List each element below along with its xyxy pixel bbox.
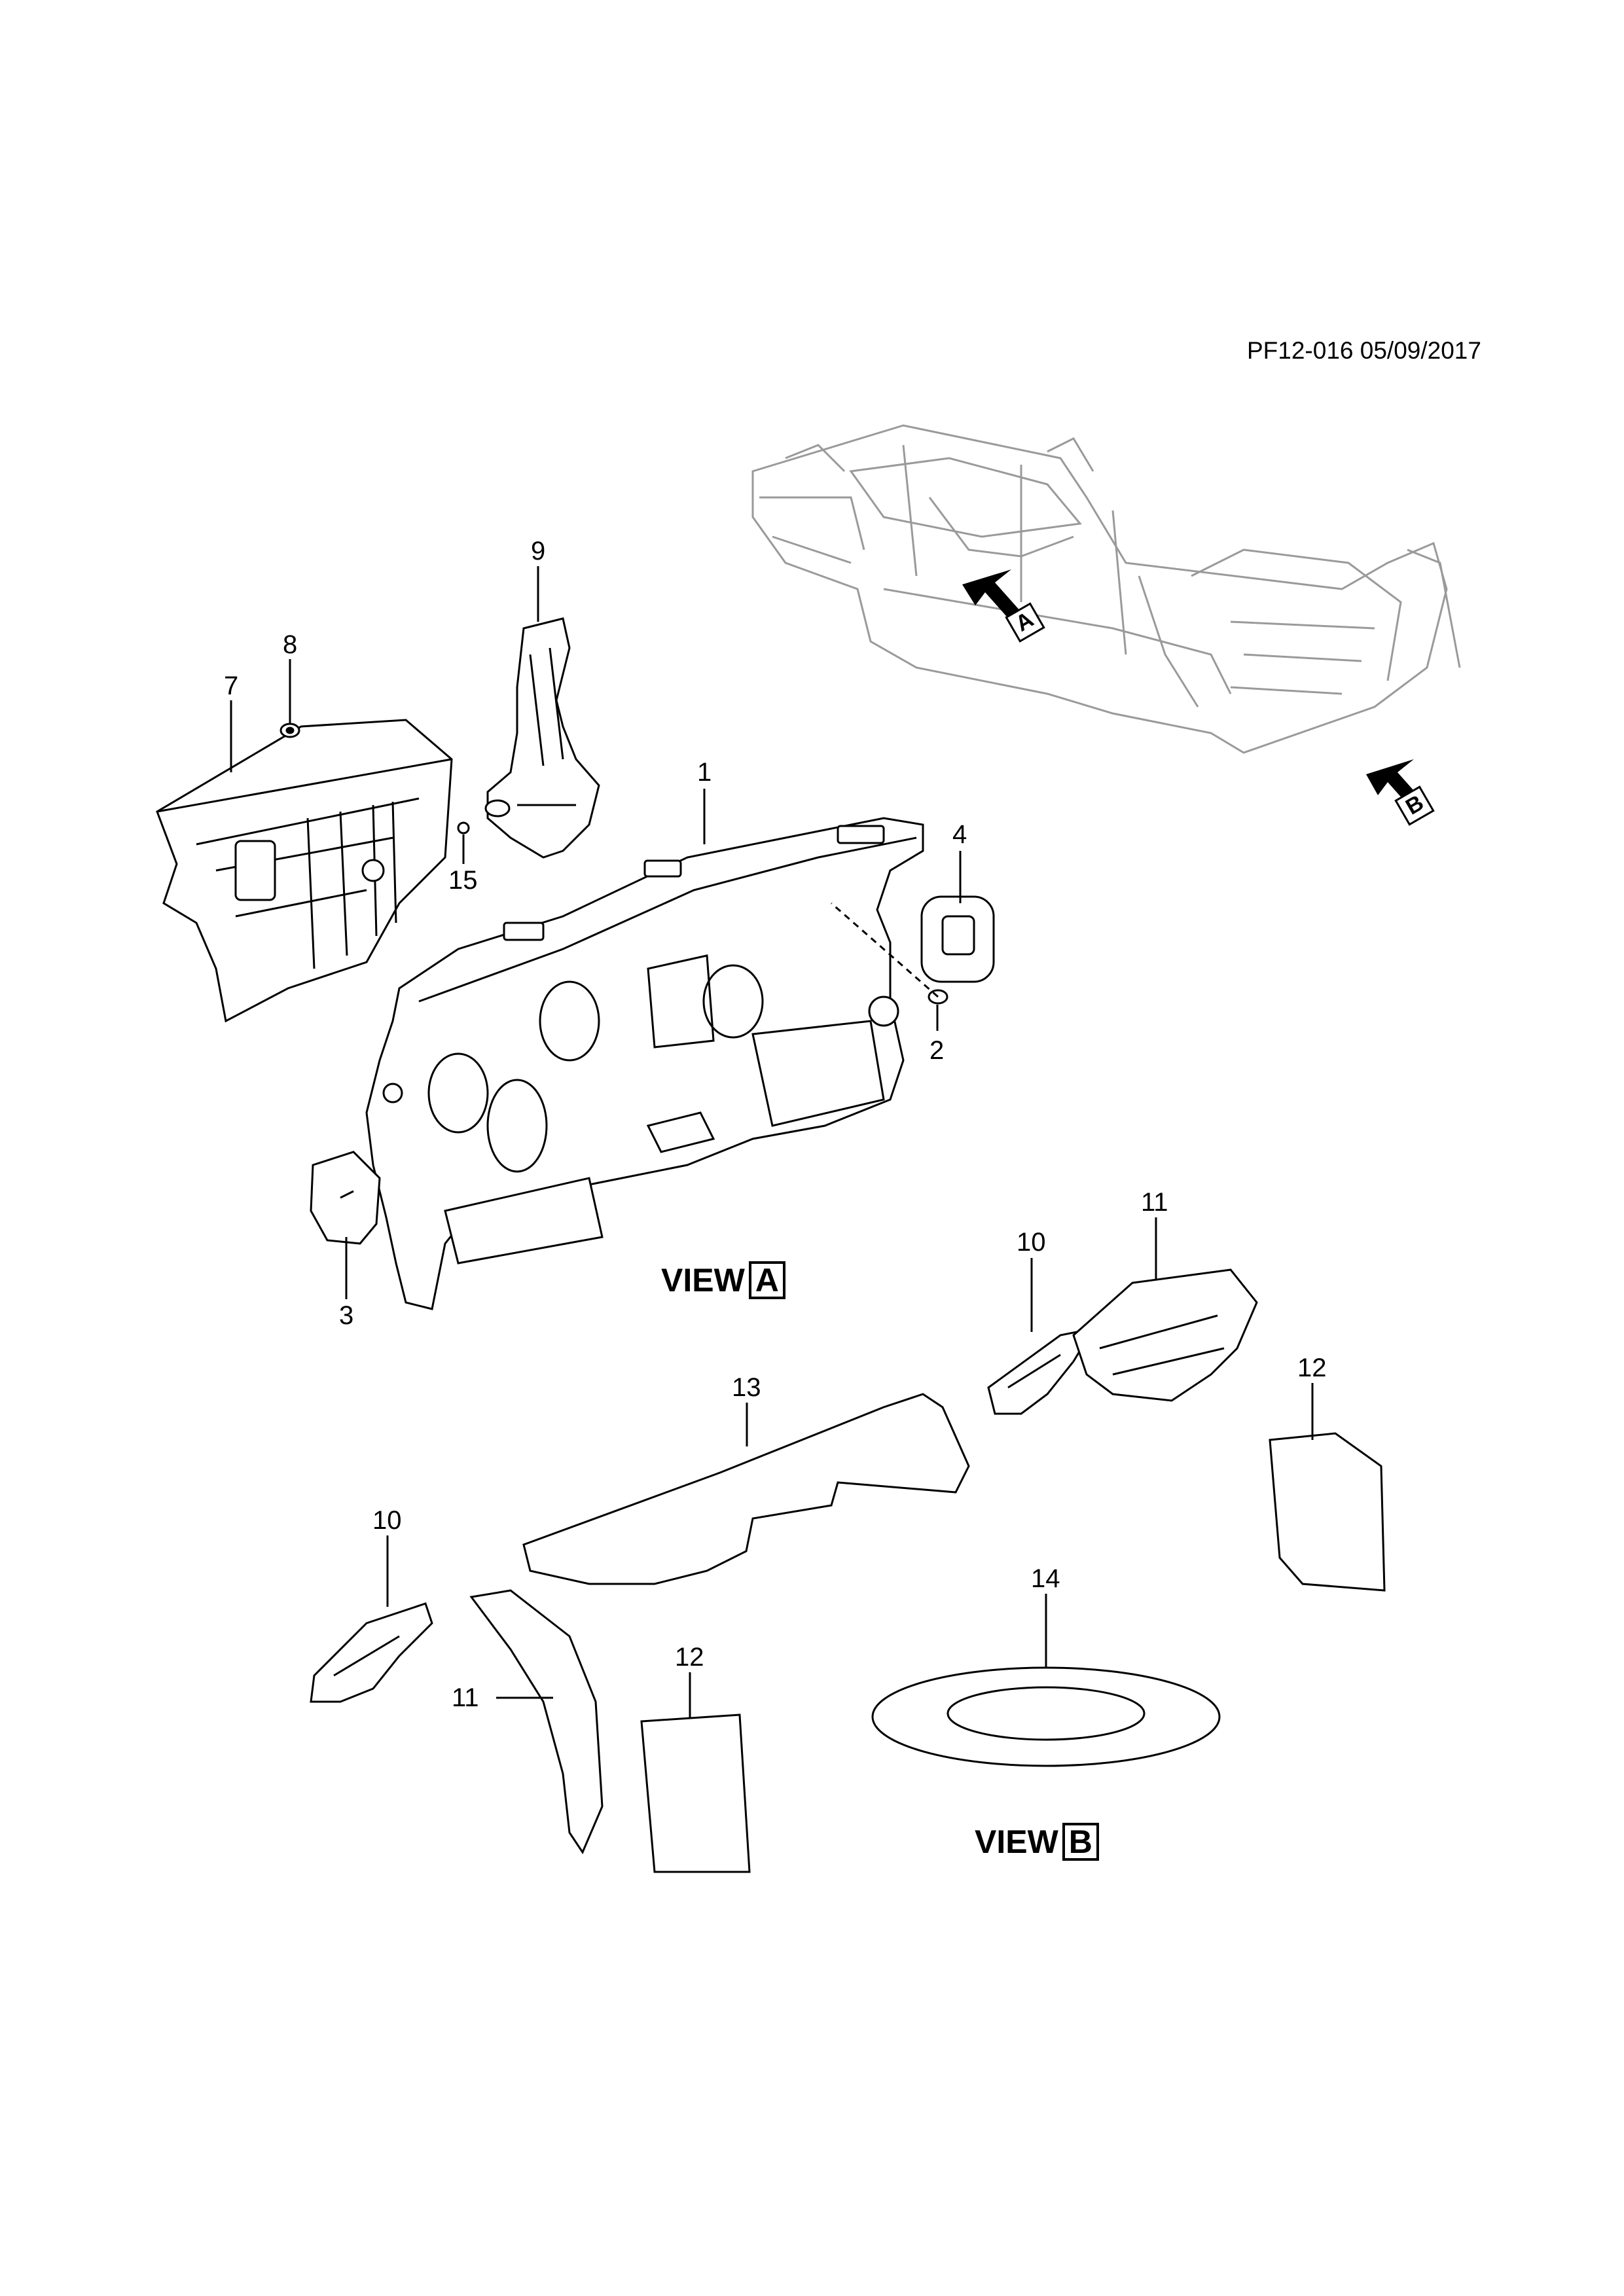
part-8-shape [280, 723, 300, 738]
part-1-shape [365, 817, 924, 1310]
callout-1: 1 [697, 758, 712, 787]
part-15-shape [457, 821, 470, 834]
part-11-lower-shape [469, 1589, 604, 1855]
part-10-lower-shape [310, 1602, 433, 1703]
callout-8: 8 [283, 630, 298, 659]
callout-7: 7 [224, 672, 239, 700]
part-11-upper-shape [1072, 1268, 1258, 1402]
part-10-upper-shape [987, 1327, 1096, 1415]
part-12-lower-shape [640, 1713, 751, 1873]
leader-lines [230, 566, 1314, 1718]
part-7-shape [156, 719, 453, 1023]
part-4-shape [920, 895, 995, 983]
callout-4: 4 [952, 820, 967, 849]
callout-9: 9 [531, 537, 546, 565]
part-13-shape [522, 1393, 970, 1585]
part-9-shape [484, 617, 600, 859]
callout-10-upper: 10 [1017, 1228, 1046, 1257]
vehicle-body-overview [751, 424, 1461, 754]
callout-3: 3 [339, 1301, 354, 1330]
callout-11-upper: 11 [1141, 1188, 1168, 1217]
view-b-letter: B [1062, 1823, 1099, 1861]
arrow-b-marker [1366, 759, 1435, 826]
part-3-shape [310, 1151, 381, 1245]
callout-12-upper: 12 [1297, 1354, 1327, 1382]
callout-12-lower: 12 [675, 1643, 704, 1672]
callout-14: 14 [1031, 1564, 1060, 1593]
callout-10-lower: 10 [372, 1506, 402, 1535]
part-14-shape [871, 1666, 1221, 1767]
document-reference: PF12-016 05/09/2017 [1247, 337, 1481, 364]
view-a-letter: A [748, 1261, 785, 1299]
callout-2: 2 [929, 1036, 945, 1065]
arrow-a-marker [962, 569, 1045, 643]
part-12-upper-shape [1269, 1432, 1386, 1592]
callout-15: 15 [448, 866, 478, 895]
view-a-text: VIEW [661, 1262, 745, 1299]
callout-13: 13 [732, 1373, 761, 1402]
callout-11-lower: 11 [452, 1683, 479, 1712]
view-b-text: VIEW [975, 1823, 1058, 1860]
